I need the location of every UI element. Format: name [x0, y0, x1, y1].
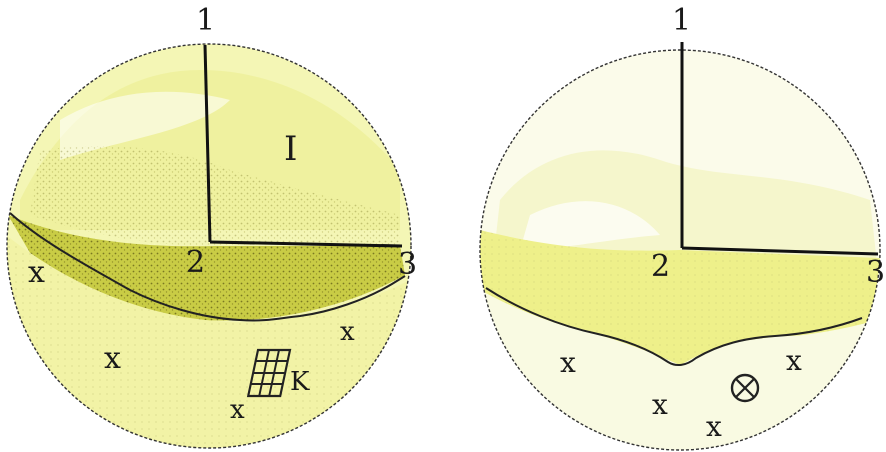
left-cross-mark: x	[230, 395, 245, 425]
left-axis-label-3: 3	[398, 247, 417, 282]
right-cross-mark: x	[786, 344, 802, 377]
left-cross-mark: x	[28, 255, 45, 290]
left-cross-mark: x	[340, 317, 355, 347]
left-cross-mark: x	[104, 341, 121, 376]
right-sphere: 1 2 3 x x x x	[470, 3, 886, 452]
left-axis-label-1: 1	[196, 3, 215, 38]
left-grid-symbol-label: K	[290, 367, 310, 397]
right-axis-label-2: 2	[651, 249, 670, 284]
right-cross-mark: x	[652, 388, 668, 421]
right-cross-mark: x	[560, 346, 576, 379]
left-axis-label-2: 2	[186, 245, 205, 280]
right-cross-mark: x	[706, 410, 722, 443]
right-axis-label-3: 3	[866, 255, 885, 290]
left-sphere: 1 2 3 I x x x x K	[0, 3, 420, 452]
right-axis-label-1: 1	[672, 3, 691, 38]
left-section-label: I	[284, 129, 297, 169]
